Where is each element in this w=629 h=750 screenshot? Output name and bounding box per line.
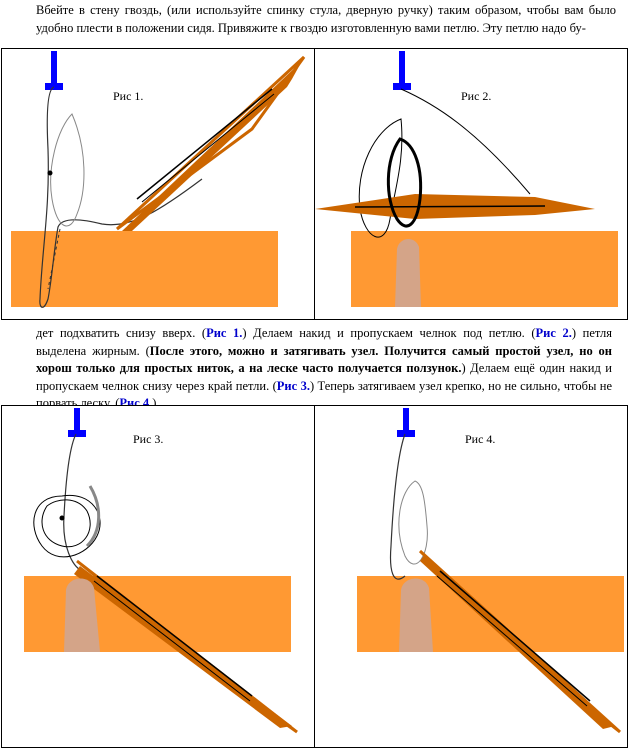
board (351, 231, 618, 307)
board (24, 576, 291, 652)
thread (39, 86, 203, 308)
shuttle-thread (439, 570, 591, 702)
bold-loop (386, 137, 423, 228)
instr-text-1: дет подхватить снизу вверх. ( (36, 326, 207, 340)
figure-4-drawing (357, 408, 624, 734)
figure-1: Рис 1. (1, 48, 315, 320)
shuttle-thread (354, 205, 546, 208)
thread (400, 88, 531, 195)
figure-1-caption: Рис 1. (113, 89, 144, 103)
shuttle-outline (115, 55, 306, 231)
intro-paragraph: Вбейте в стену гвоздь, (или используйте … (36, 2, 616, 37)
knot-dot (59, 515, 65, 521)
ref-fig-1[interactable]: Рис 1. (206, 326, 243, 340)
finger (64, 578, 100, 652)
loop (398, 480, 428, 565)
loop (33, 494, 101, 558)
outer-loop (358, 118, 403, 238)
nail-icon (51, 51, 57, 87)
loop (50, 113, 85, 227)
finger (399, 578, 433, 652)
figure-4: Рис 4. (314, 405, 628, 748)
dashed-thread (47, 228, 61, 290)
instructions-paragraph: дет подхватить снизу вверх. (Рис 1.) Дел… (36, 325, 612, 413)
figure-3: Рис 3. (1, 405, 315, 748)
instr-bold-note: После этого, можно и затягивать узел. По… (36, 343, 613, 376)
nail-head-icon (397, 430, 415, 437)
figure-3-drawing (24, 408, 298, 734)
nail-icon (399, 51, 405, 87)
shuttle-thread (136, 88, 273, 200)
ref-fig-3[interactable]: Рис 3. (276, 378, 310, 393)
instr-text-6: ) (152, 396, 157, 410)
thread (63, 433, 83, 572)
nail-head-icon (45, 83, 63, 90)
board (11, 231, 278, 307)
shuttle (122, 61, 302, 231)
figure-4-caption: Рис 4. (465, 432, 496, 446)
finger (395, 238, 421, 307)
nail-icon (74, 408, 80, 434)
instr-text-3: ) петля выделена жирным. ( (36, 326, 613, 358)
shuttle-thread (96, 575, 253, 697)
shuttle-outline (418, 549, 622, 734)
nail-head-icon (68, 430, 86, 437)
figure-2-drawing (315, 51, 618, 307)
figure-2: Рис 2. (314, 48, 628, 320)
ref-fig-2[interactable]: Рис 2. (535, 326, 572, 340)
knot-dot (47, 170, 53, 176)
intro-text: Вбейте в стену гвоздь, (или используйте … (36, 3, 616, 35)
figure-1-drawing (11, 51, 306, 308)
instr-text-2: ) Делаем накид и пропускаем челнок под п… (242, 326, 536, 340)
nail-head-icon (393, 83, 411, 90)
instr-text-4: ) Делаем ещё один накид и пропускаем чел… (36, 361, 612, 393)
thread (389, 433, 406, 580)
figure-2-caption: Рис 2. (461, 89, 492, 103)
figure-3-caption: Рис 3. (133, 432, 164, 446)
nail-icon (403, 408, 409, 434)
